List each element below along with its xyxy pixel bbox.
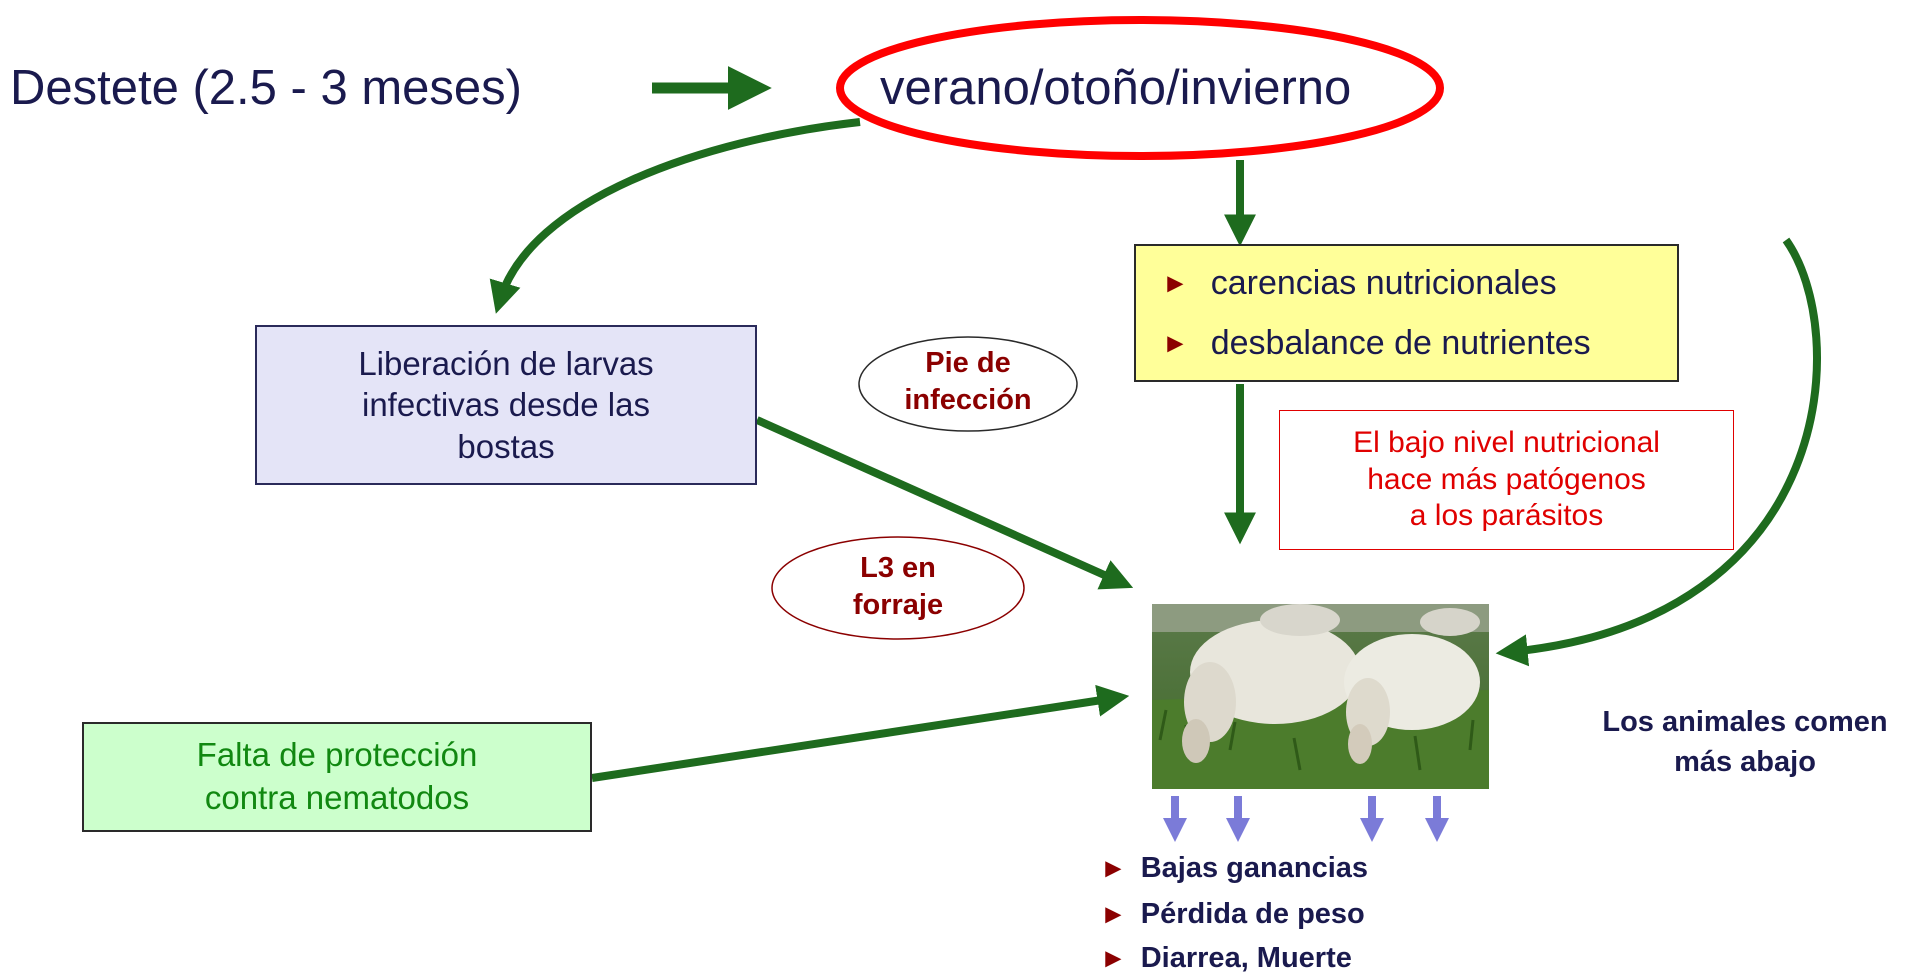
l3-forage-label: L3 en forraje — [772, 550, 1024, 625]
effect-text: Diarrea, Muerte — [1140, 942, 1352, 974]
arrow-animals-graze-lower — [1495, 237, 1821, 667]
nutrition-note-line: hace más patógenos — [1367, 462, 1646, 496]
effect-item: ► Pérdida de peso — [1100, 898, 1365, 931]
deficiency-item: ► desbalance de nutrientes — [1162, 313, 1591, 373]
bullet-triangle-icon: ► — [1162, 267, 1189, 298]
infection-start-ellipse — [858, 336, 1078, 432]
larvae-release-line: bostas — [457, 427, 555, 465]
season-ellipse — [836, 16, 1444, 160]
infection-start-line: Pie de — [925, 347, 1011, 379]
nutrition-note-line: El bajo nivel nutricional — [1353, 425, 1660, 459]
lack-protection-line: Falta de protección — [196, 736, 478, 774]
bullet-triangle-icon: ► — [1100, 853, 1127, 883]
effect-text: Bajas ganancias — [1140, 852, 1369, 884]
grazing-sheep-photo — [1152, 604, 1489, 789]
bullet-triangle-icon: ► — [1100, 899, 1127, 929]
l3-forage-line: L3 en — [860, 552, 936, 584]
l3-forage-line: forraje — [852, 589, 944, 622]
larvae-release-box: Liberación de larvas infectivas desde la… — [255, 325, 757, 485]
l3-forage-ellipse — [771, 536, 1025, 640]
season-label: verano/otoño/invierno — [880, 61, 1352, 115]
larvae-release-line: infectivas desde las — [362, 386, 650, 424]
arrow-season-to-larvae — [489, 118, 861, 314]
animals-graze-label: Los animales comen más abajo — [1560, 703, 1929, 782]
animals-graze-line: Los animales comen — [1602, 706, 1888, 738]
effect-text: Pérdida de peso — [1140, 898, 1365, 930]
effect-item: ► Diarrea, Muerte — [1100, 942, 1352, 975]
animals-graze-line: más abajo — [1674, 745, 1816, 778]
deficiency-text: carencias nutricionales — [1210, 263, 1557, 302]
bullet-triangle-icon: ► — [1162, 327, 1189, 358]
deficiency-text: desbalance de nutrientes — [1210, 323, 1591, 362]
nutrition-note-line: a los parásitos — [1409, 499, 1604, 533]
bullet-triangle-icon: ► — [1100, 943, 1127, 973]
arrow-larvae-to-animals — [755, 416, 1134, 590]
arrow-protection-to-animals — [591, 684, 1130, 782]
infection-start-line: infección — [904, 384, 1032, 417]
effect-item: ► Bajas ganancias — [1100, 852, 1368, 885]
deficiency-item: ► carencias nutricionales — [1162, 253, 1557, 313]
effect-arrows — [1163, 796, 1449, 842]
larvae-release-line: Liberación de larvas — [358, 345, 654, 383]
infection-start-label: Pie de infección — [859, 345, 1077, 420]
deficiencies-box: ► carencias nutricionales ► desbalance d… — [1134, 244, 1679, 382]
nutrition-note-box: El bajo nivel nutricional hace más patóg… — [1279, 410, 1734, 550]
lack-protection-box: Falta de protección contra nematodos — [82, 722, 592, 832]
weaning-label: Destete (2.5 - 3 meses) — [10, 61, 522, 115]
lack-protection-line: contra nematodos — [204, 779, 470, 816]
